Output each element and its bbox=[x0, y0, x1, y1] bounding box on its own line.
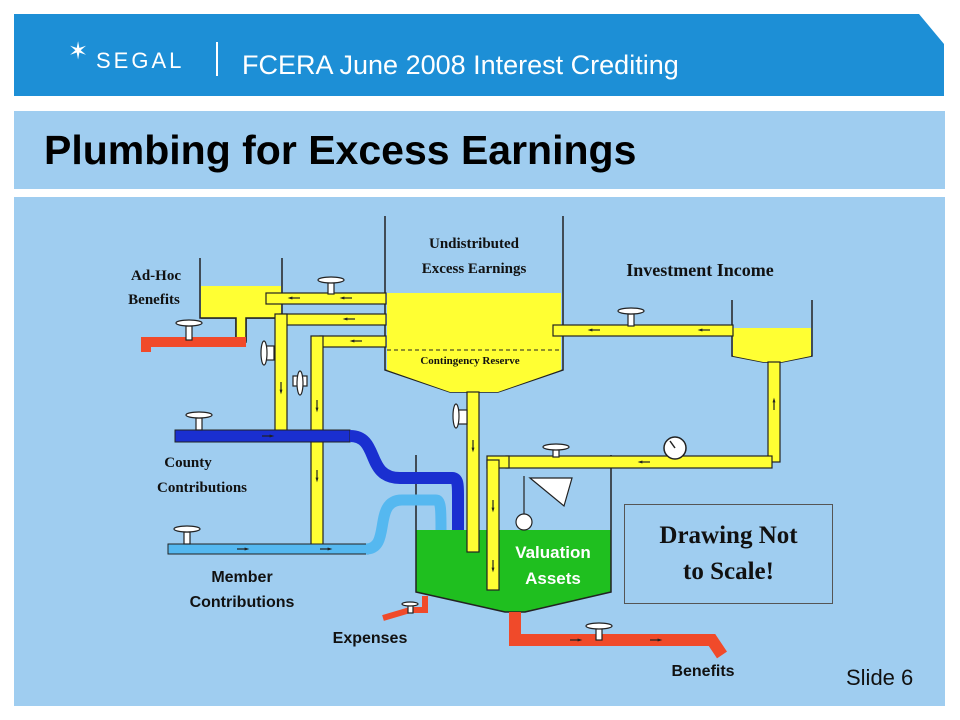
investment-income-label: Investment Income bbox=[626, 260, 773, 280]
valve-icon bbox=[617, 307, 645, 327]
valve-icon bbox=[175, 319, 203, 341]
drawing-note-line1: Drawing Not bbox=[659, 522, 798, 549]
undistributed-label-1: Undistributed bbox=[429, 236, 520, 252]
benefits-label: Benefits bbox=[671, 663, 734, 680]
county-label-1: County bbox=[164, 455, 212, 471]
valve-icon bbox=[542, 443, 570, 458]
valve-icons bbox=[173, 276, 645, 641]
valuation-label-1: Valuation bbox=[515, 543, 591, 562]
flow-arrows bbox=[237, 296, 776, 642]
valve-icon bbox=[401, 601, 419, 614]
member-label-1: Member bbox=[211, 569, 272, 586]
valve-icon bbox=[173, 525, 201, 545]
valve-icon bbox=[317, 276, 345, 295]
valve-icon bbox=[260, 340, 275, 366]
page-title: Plumbing for Excess Earnings bbox=[44, 127, 637, 173]
drawing-note-line2: to Scale! bbox=[683, 558, 774, 585]
member-pipe bbox=[167, 494, 447, 555]
segal-star-icon: ✶ bbox=[68, 38, 89, 65]
valuation-label-2: Assets bbox=[525, 569, 581, 588]
header-bar bbox=[14, 14, 944, 96]
valve-icon bbox=[185, 411, 213, 431]
valve-icon bbox=[585, 622, 613, 641]
title-bar bbox=[14, 111, 945, 189]
valve-icon bbox=[452, 403, 468, 429]
contingency-reserve-label: Contingency Reserve bbox=[420, 355, 519, 367]
pressure-gauge-icon bbox=[663, 436, 687, 460]
adhoc-label-2: Benefits bbox=[128, 292, 180, 308]
slide-number: Slide 6 bbox=[846, 665, 914, 690]
investment-tank bbox=[731, 300, 813, 363]
header-title: FCERA June 2008 Interest Crediting bbox=[242, 50, 679, 80]
adhoc-label-1: Ad-Hoc bbox=[131, 268, 181, 284]
undistributed-label-2: Excess Earnings bbox=[422, 261, 527, 277]
drawing-note-box: Drawing Not to Scale! bbox=[624, 504, 833, 604]
member-label-2: Contributions bbox=[190, 594, 295, 611]
segal-logo: SEGAL bbox=[96, 48, 185, 73]
logo-separator bbox=[216, 42, 218, 76]
county-label-2: Contributions bbox=[157, 480, 247, 496]
expenses-label: Expenses bbox=[333, 630, 408, 647]
valve-icon bbox=[292, 370, 308, 396]
float-valve-icon bbox=[515, 476, 573, 531]
red-pipes bbox=[141, 337, 727, 659]
